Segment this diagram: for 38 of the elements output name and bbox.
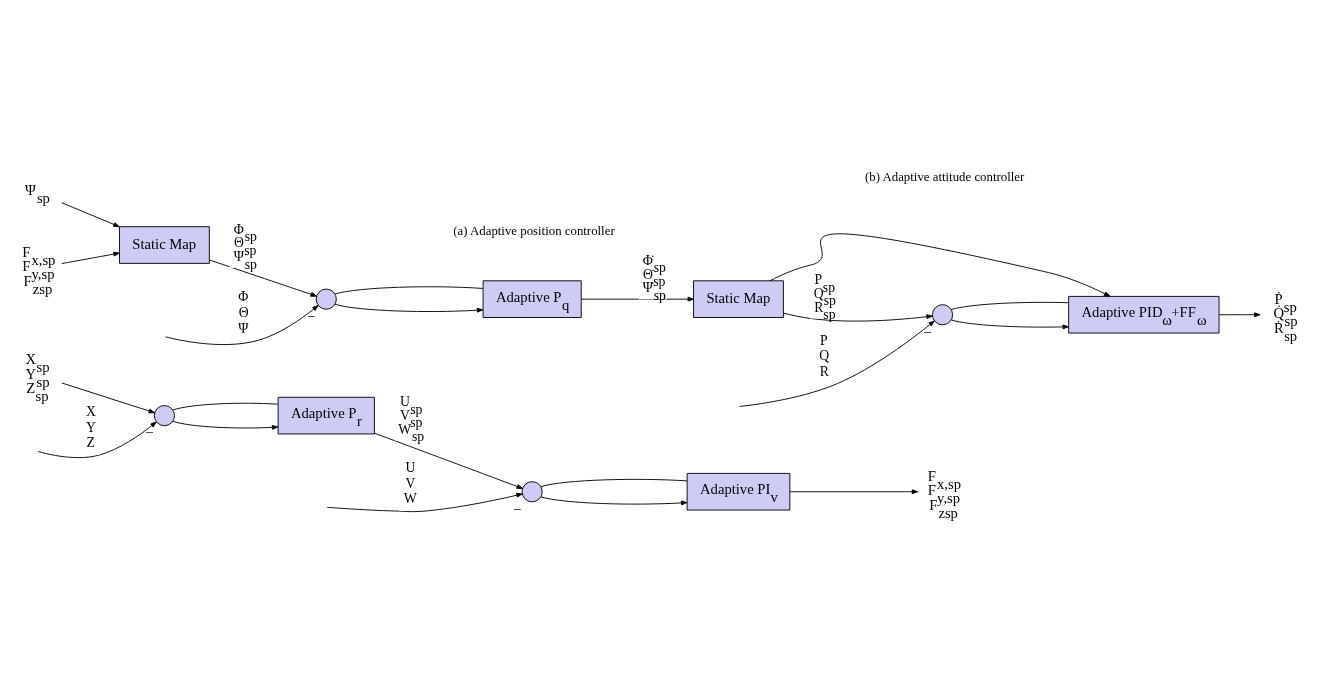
arrow bbox=[540, 496, 688, 506]
arrow bbox=[374, 432, 523, 489]
edge-label: X Y Z bbox=[85, 404, 96, 451]
arrow bbox=[37, 421, 157, 459]
arrow bbox=[334, 303, 484, 313]
arrow bbox=[580, 296, 694, 302]
node-label: − bbox=[145, 424, 154, 441]
node-label: − bbox=[512, 500, 522, 517]
arrow bbox=[950, 319, 1069, 330]
node-circle bbox=[153, 405, 175, 427]
arrow bbox=[326, 492, 523, 513]
label: (b) Adaptive attitude controller bbox=[865, 169, 1025, 184]
edge-label: Φ Θ Ψ bbox=[238, 289, 249, 336]
arrow bbox=[769, 233, 1111, 297]
node-circle bbox=[521, 481, 543, 503]
connector bbox=[950, 301, 1069, 310]
node-box: Static Map bbox=[693, 280, 784, 318]
node-circle bbox=[932, 304, 954, 326]
arrow bbox=[172, 420, 279, 430]
node-label: − bbox=[307, 307, 316, 324]
node-box: Static Map bbox=[119, 226, 210, 264]
edge-label: P Q R bbox=[819, 332, 830, 379]
arrow bbox=[1218, 312, 1261, 318]
node-circle bbox=[315, 288, 337, 310]
arrow bbox=[61, 202, 120, 228]
arrow bbox=[165, 305, 319, 345]
label: (a) Adaptive position controller bbox=[453, 223, 615, 238]
arrow bbox=[61, 251, 120, 265]
connector bbox=[540, 478, 688, 487]
edge-label: U V W bbox=[403, 460, 417, 507]
connector bbox=[334, 286, 484, 295]
arrow bbox=[61, 382, 155, 414]
arrow bbox=[209, 259, 317, 297]
arrow bbox=[789, 489, 919, 495]
connector bbox=[172, 402, 279, 411]
node-label: − bbox=[923, 323, 932, 340]
arrow bbox=[783, 312, 933, 322]
arrow bbox=[739, 320, 935, 407]
